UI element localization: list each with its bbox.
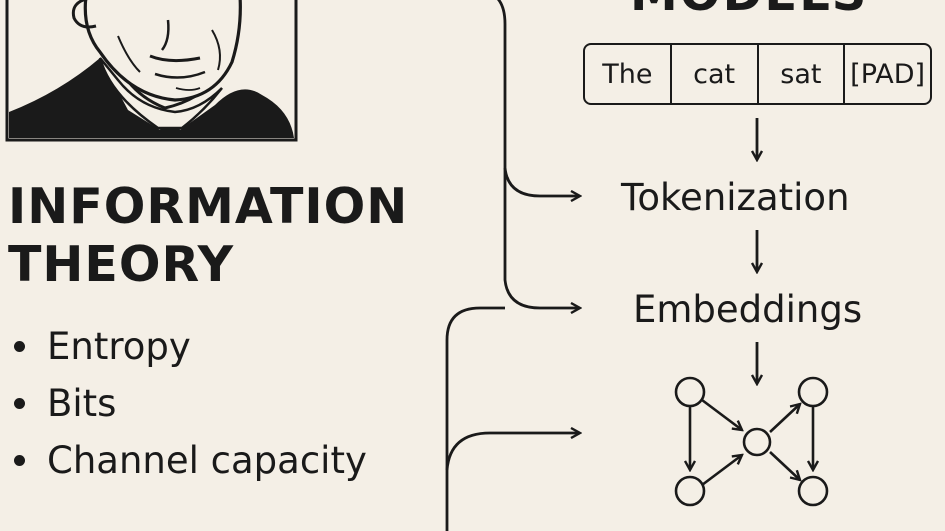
heading-line-1: INFORMATION — [8, 178, 409, 235]
bullet-label: Entropy — [47, 325, 191, 368]
portrait-illustration — [5, 0, 298, 142]
models-heading: MODELS — [630, 0, 868, 22]
token-row: The cat sat [PAD] — [583, 43, 932, 105]
bullet-dot-icon — [14, 341, 25, 352]
bullet-dot-icon — [14, 455, 25, 466]
bullet-list: Entropy Bits Channel capacity — [14, 318, 367, 489]
bullet-item: Bits — [14, 375, 367, 432]
bullet-dot-icon — [14, 398, 25, 409]
bullet-item: Channel capacity — [14, 432, 367, 489]
tokenization-label: Tokenization — [621, 176, 850, 219]
token-cell: cat — [672, 45, 759, 103]
bullet-label: Bits — [47, 382, 117, 425]
embeddings-label: Embeddings — [633, 288, 863, 331]
token-cell: sat — [759, 45, 846, 103]
heading-line-2: THEORY — [8, 236, 235, 293]
token-cell: The — [585, 45, 672, 103]
bullet-item: Entropy — [14, 318, 367, 375]
bullet-label: Channel capacity — [47, 439, 367, 482]
section-heading: INFORMATION THEORY — [8, 178, 408, 294]
neural-network-icon — [674, 376, 829, 507]
connector-lines — [445, 0, 580, 531]
token-cell: [PAD] — [850, 58, 926, 90]
